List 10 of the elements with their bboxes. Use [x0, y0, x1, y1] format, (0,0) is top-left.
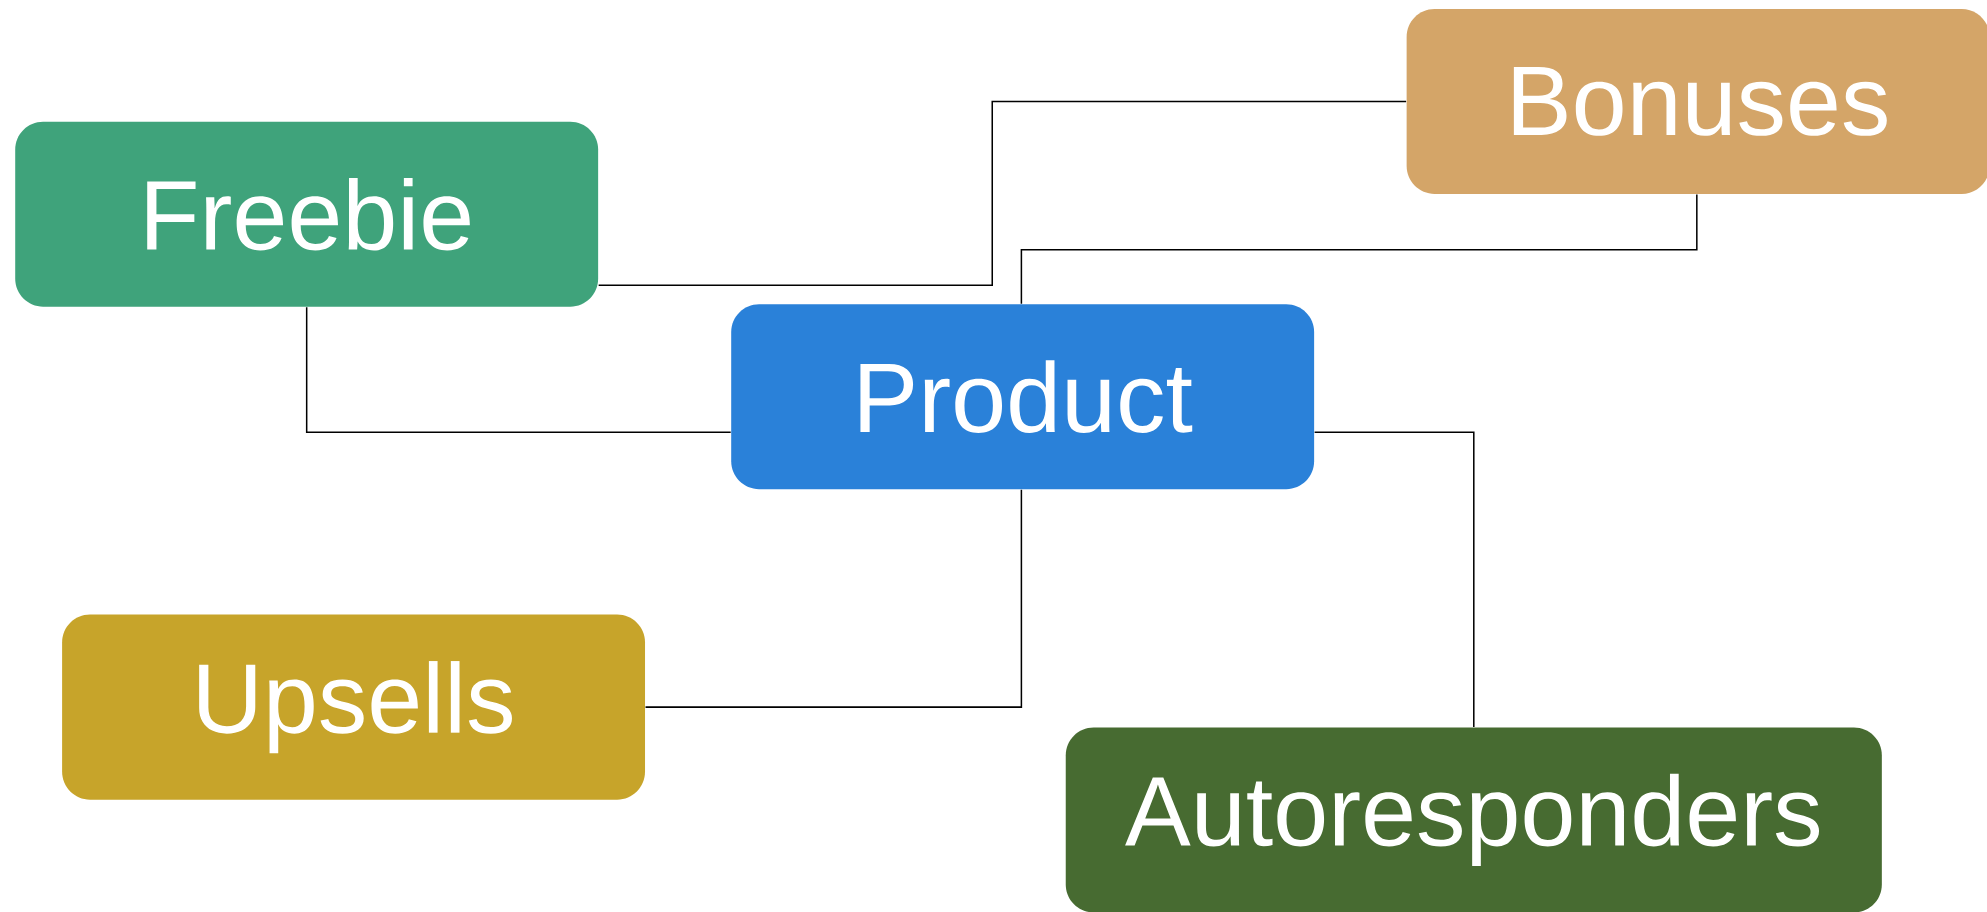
- process-box: Autoresponders: [1065, 727, 1882, 912]
- connector-line: [305, 306, 732, 433]
- process-box: Bonuses: [1406, 8, 1987, 194]
- connector-line: [1313, 431, 1475, 728]
- connector-line: [1020, 193, 1698, 305]
- process-box: Product: [731, 303, 1315, 489]
- process-box: Upsells: [62, 614, 645, 800]
- process-box: Freebie: [15, 121, 599, 307]
- connector-line: [597, 100, 1407, 286]
- connector-line: [644, 488, 1023, 708]
